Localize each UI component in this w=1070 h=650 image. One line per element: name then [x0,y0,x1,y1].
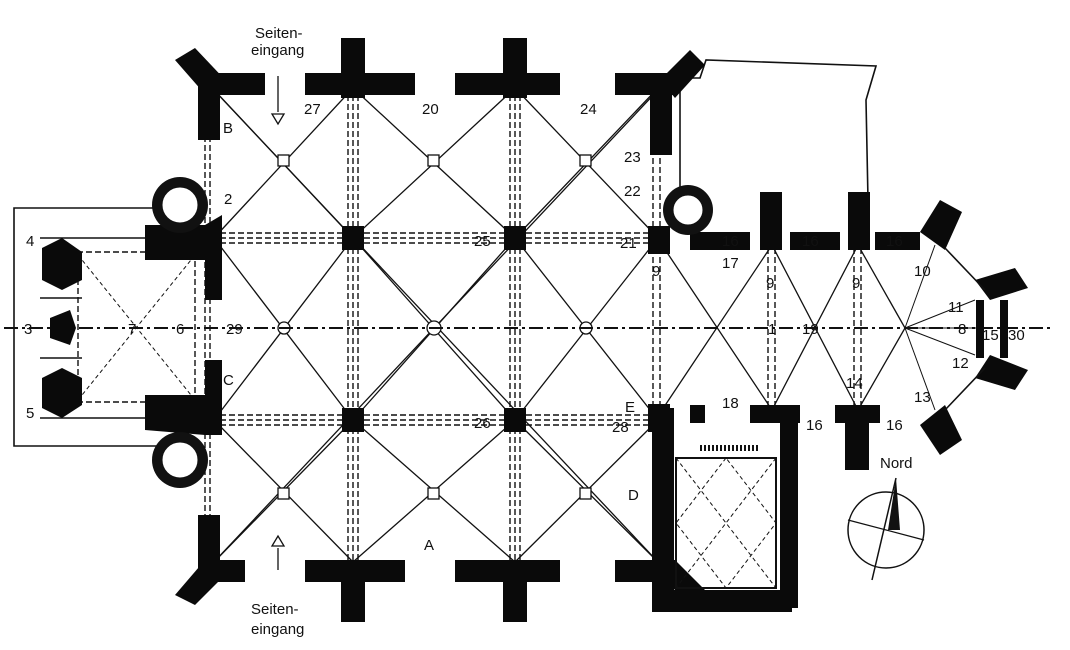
num-25: 25 [474,233,491,250]
num-16e: 16 [886,417,903,434]
num-15: 15 [982,327,999,344]
num-9b: 9 [766,275,774,292]
letter-a: A [424,537,434,554]
num-28: 28 [612,419,629,436]
num-12: 12 [952,355,969,372]
num-7: 7 [128,321,136,338]
num-9c: 9 [852,275,860,292]
entrance-arrows [270,76,286,570]
num-20: 20 [422,101,439,118]
side-entrance-top-label-2: eingang [251,42,304,59]
num-16d: 16 [806,417,823,434]
plan-labels: Seiten- eingang Seiten- eingang Nord A B… [24,25,1025,638]
num-1: 1 [768,321,776,338]
north-label: Nord [880,455,913,472]
north-arrow [847,477,925,581]
sacristy-outline [679,59,878,205]
num-16b: 16 [802,233,819,250]
num-23: 23 [624,149,641,166]
num-29: 29 [226,321,243,338]
letter-e: E [625,399,635,416]
num-2: 2 [224,191,232,208]
num-5: 5 [26,405,34,422]
letter-c: C [223,372,234,389]
num-10: 10 [914,263,931,280]
sacristy-room [652,408,798,612]
num-16c: 16 [886,233,903,250]
num-27: 27 [304,101,321,118]
side-entrance-bottom-label-1: Seiten- [251,601,299,618]
west-porch-vault [40,237,200,419]
side-entrance-bottom-label-2: eingang [251,621,304,638]
num-8: 8 [958,321,966,338]
num-14: 14 [846,375,863,392]
num-9a: 9 [652,263,660,280]
num-18: 18 [722,395,739,412]
walls [42,38,1028,622]
num-3: 3 [24,321,32,338]
num-24: 24 [580,101,597,118]
num-16a: 16 [722,233,739,250]
num-26: 26 [474,415,491,432]
num-19: 19 [802,321,819,338]
spiral-staircases [152,177,713,488]
num-4: 4 [26,233,34,250]
side-entrance-top-label-1: Seiten- [255,25,303,42]
num-30: 30 [1008,327,1025,344]
num-22: 22 [624,183,641,200]
num-13: 13 [914,389,931,406]
num-17: 17 [722,255,739,272]
num-21: 21 [620,235,637,252]
letter-d: D [628,487,639,504]
num-11: 11 [948,299,964,316]
num-6: 6 [176,321,184,338]
letter-b: B [223,120,233,137]
